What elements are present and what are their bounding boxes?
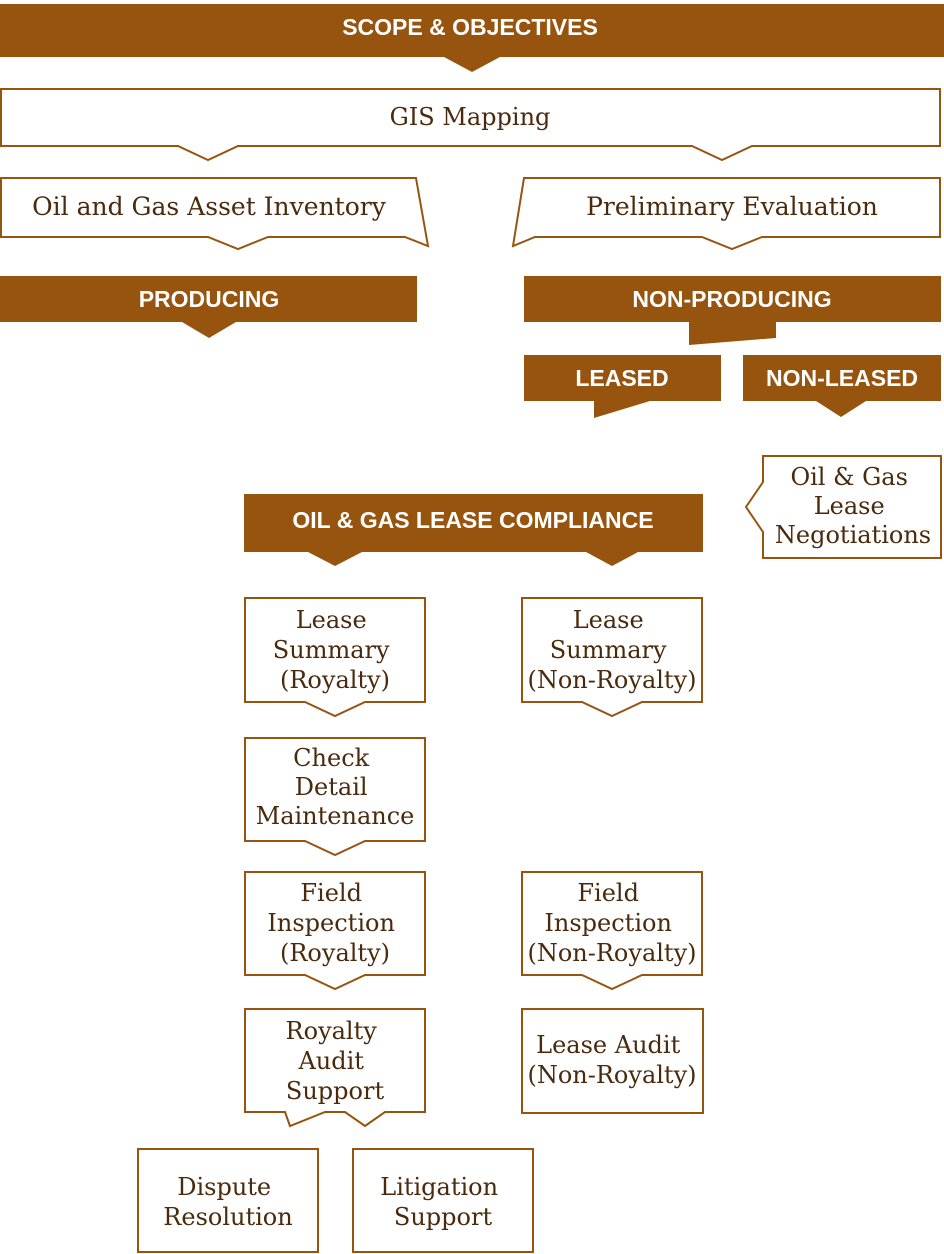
non-producing-label: NON-PRODUCING [632, 286, 831, 312]
lease-negotiations-box: Oil & Gas Lease Negotiations [744, 455, 942, 559]
lease-summary-non-royalty-label: Lease Summary (Non-Royalty) [527, 606, 696, 694]
asset-inventory-box: Oil and Gas Asset Inventory [0, 177, 430, 251]
dispute-resolution-box: Dispute Resolution [137, 1148, 319, 1253]
non-producing-box: NON-PRODUCING [524, 276, 941, 345]
producing-label: PRODUCING [139, 286, 280, 312]
lease-summary-royalty-box: Lease Summary (Royalty) [244, 597, 426, 718]
scope-objectives-box: SCOPE & OBJECTIVES [0, 4, 944, 72]
lease-audit-non-royalty-box: Lease Audit (Non-Royalty) [521, 1008, 704, 1114]
scope-objectives-label: SCOPE & OBJECTIVES [342, 14, 598, 40]
lease-summary-royalty-label: Lease Summary (Royalty) [273, 606, 397, 694]
lease-negotiations-label: Oil & Gas Lease Negotiations [775, 463, 931, 549]
dispute-resolution-label: Dispute Resolution [163, 1173, 292, 1231]
lease-audit-non-royalty-label: Lease Audit (Non-Royalty) [527, 1031, 696, 1089]
lease-compliance-label: OIL & GAS LEASE COMPLIANCE [292, 507, 653, 533]
producing-box: PRODUCING [0, 276, 417, 338]
preliminary-evaluation-box: Preliminary Evaluation [511, 177, 941, 251]
leased-box: LEASED [524, 355, 721, 418]
field-inspection-non-royalty-box: Field Inspection (Non-Royalty) [521, 871, 703, 991]
leased-label: LEASED [575, 365, 668, 391]
litigation-support-label: Litigation Support [380, 1173, 505, 1231]
gis-mapping-box: GIS Mapping [0, 88, 941, 162]
royalty-audit-support-box: Royalty Audit Support [244, 1008, 426, 1128]
royalty-audit-support-label: Royalty Audit Support [286, 1017, 385, 1105]
preliminary-evaluation-label: Preliminary Evaluation [586, 192, 878, 221]
check-detail-maintenance-label: Check Detail Maintenance [256, 744, 415, 830]
litigation-support-box: Litigation Support [352, 1148, 534, 1253]
field-inspection-royalty-box: Field Inspection (Royalty) [244, 871, 426, 991]
non-leased-label: NON-LEASED [766, 365, 918, 391]
gis-mapping-label: GIS Mapping [390, 103, 551, 131]
field-inspection-non-royalty-label: Field Inspection (Non-Royalty) [527, 879, 696, 967]
asset-inventory-label: Oil and Gas Asset Inventory [32, 192, 387, 221]
check-detail-maintenance-box: Check Detail Maintenance [244, 737, 426, 857]
non-leased-box: NON-LEASED [743, 355, 941, 417]
lease-compliance-box: OIL & GAS LEASE COMPLIANCE [244, 494, 703, 566]
field-inspection-royalty-label: Field Inspection (Royalty) [267, 879, 402, 967]
lease-summary-non-royalty-box: Lease Summary (Non-Royalty) [521, 597, 703, 718]
